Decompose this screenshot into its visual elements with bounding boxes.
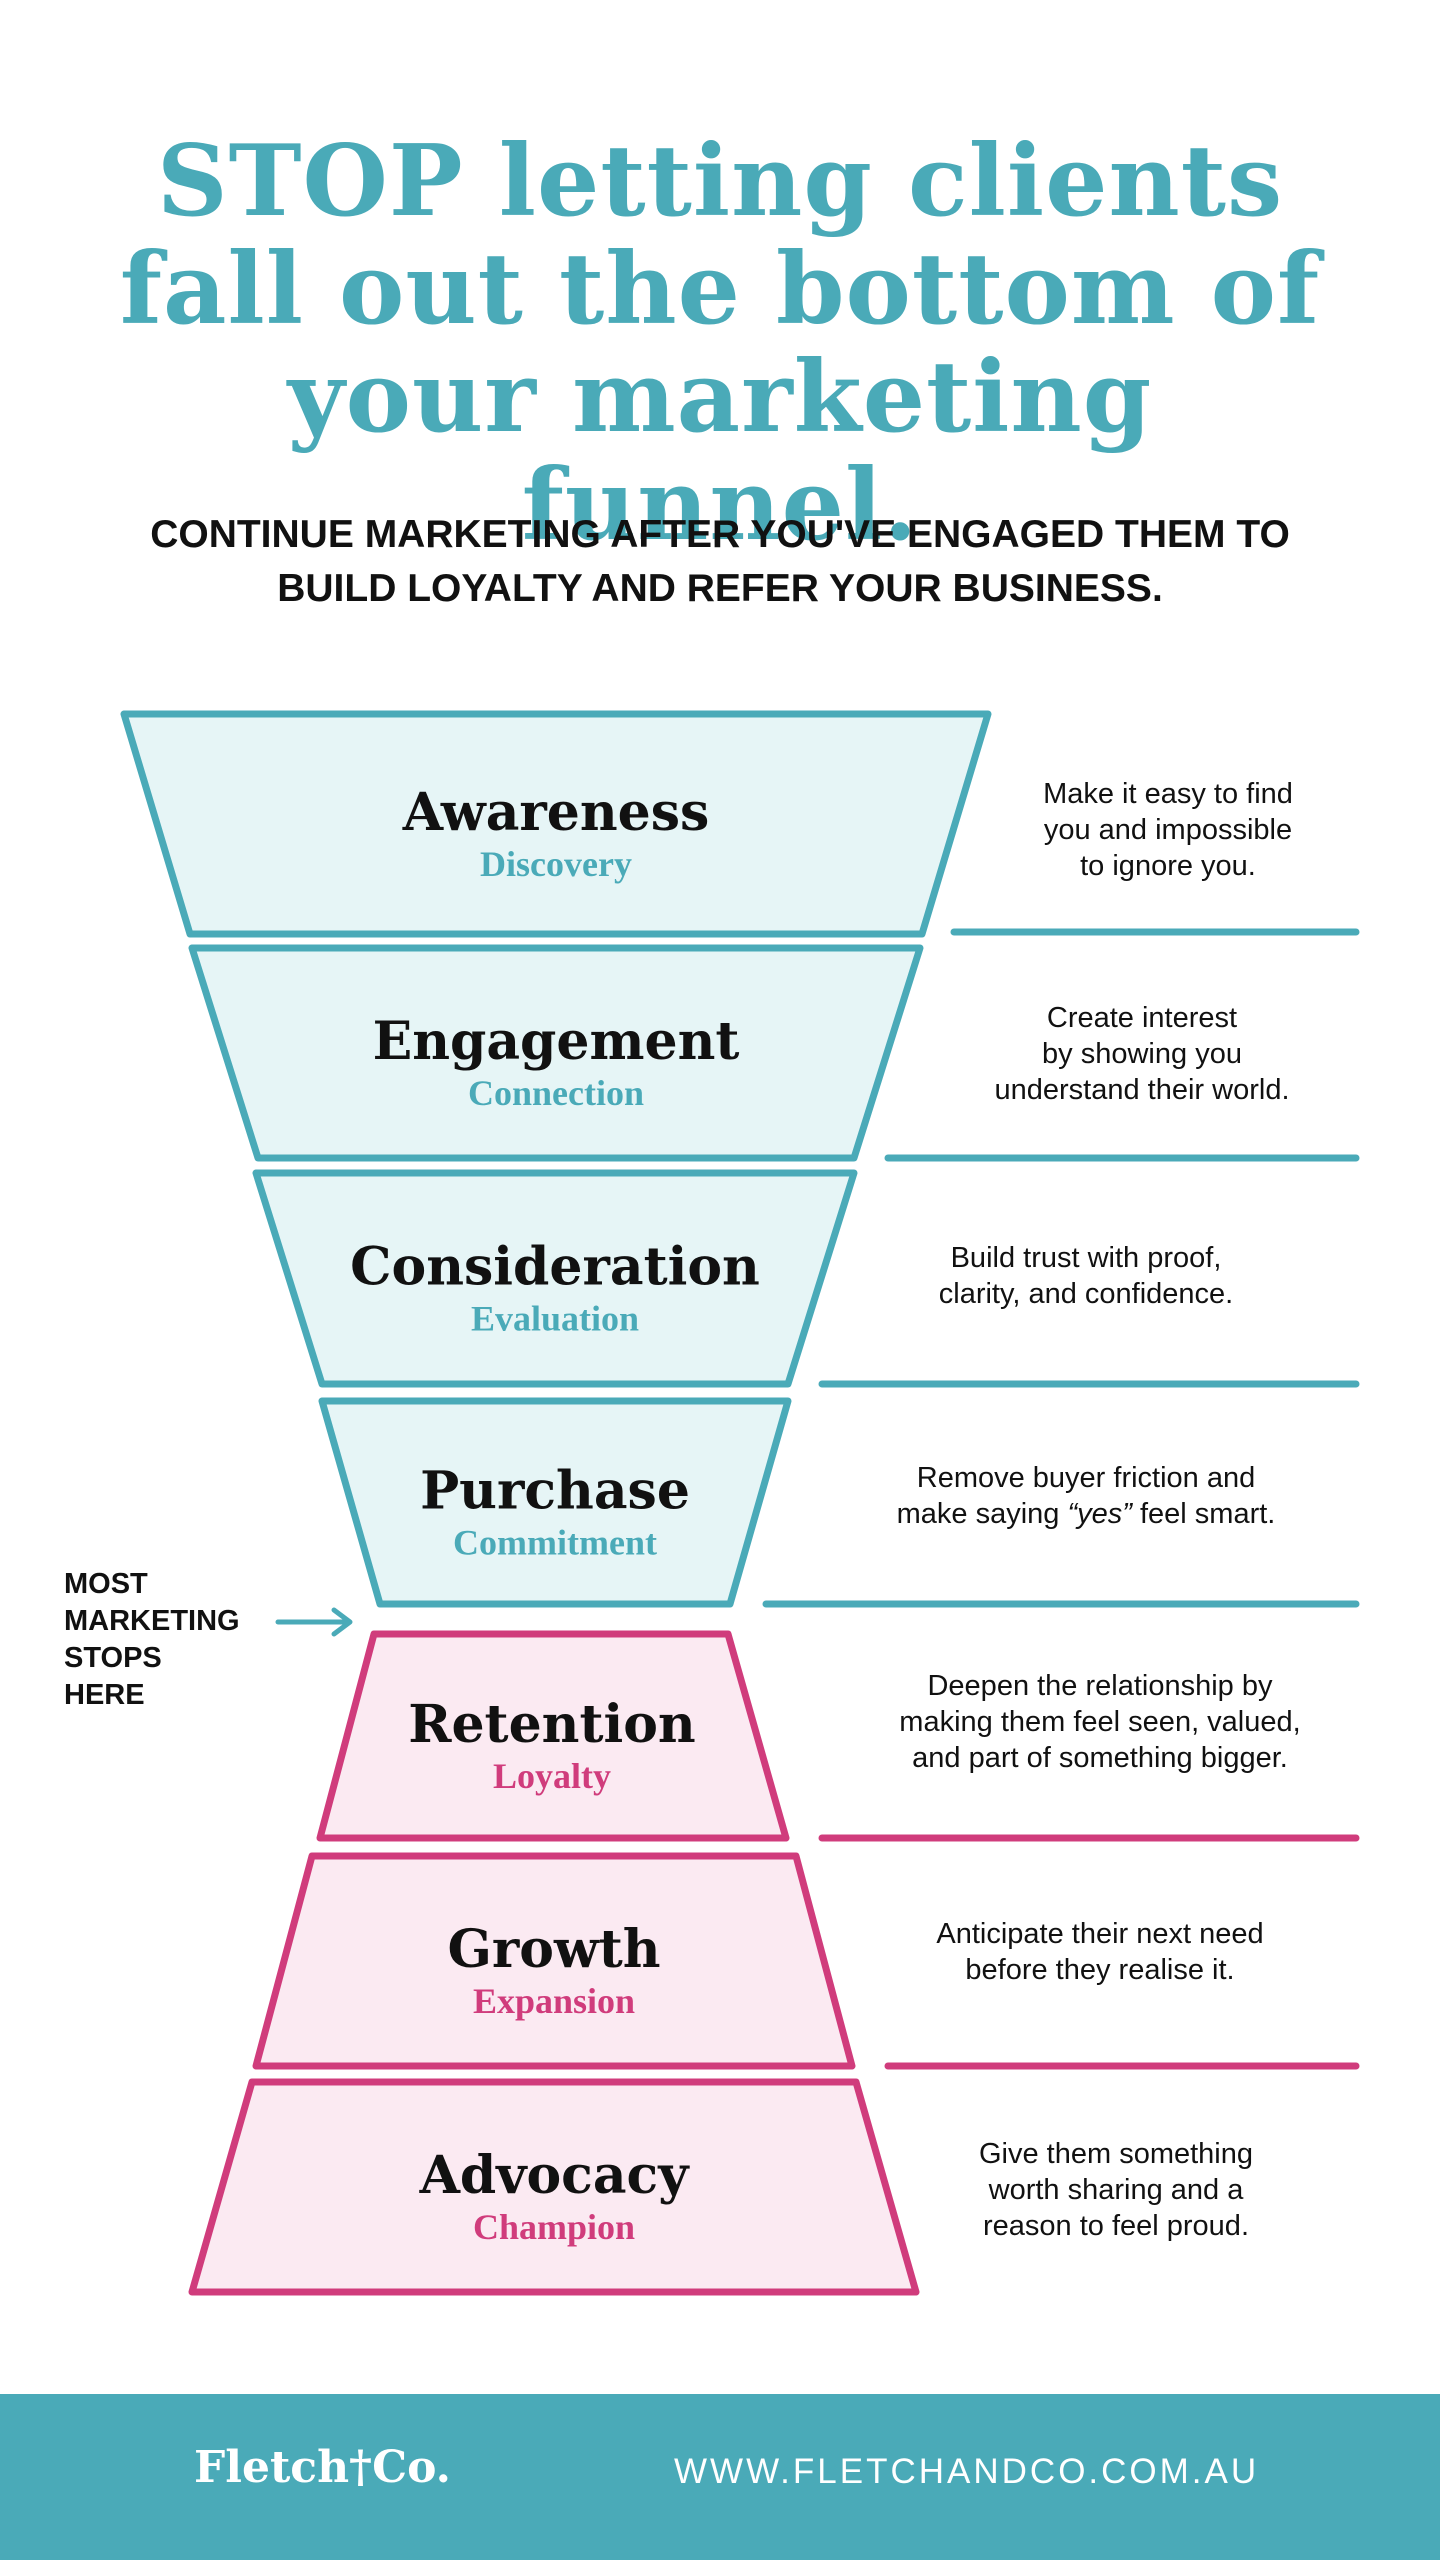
arrow-head bbox=[331, 1607, 353, 1637]
description-line: Build trust with proof, bbox=[950, 1242, 1222, 1274]
stage-description-advocacy: Give them something worth sharing and a re… bbox=[906, 2136, 1326, 2244]
stage-description-consideration: Build trust with proof, clarity, and conf… bbox=[876, 1240, 1296, 1312]
description-line: to ignore you. bbox=[1080, 850, 1256, 882]
stage-title: Purchase bbox=[420, 1461, 690, 1522]
description-line: Anticipate their next need bbox=[936, 1918, 1264, 1950]
stage-title: Engagement bbox=[373, 1011, 740, 1072]
description-line: Give them something bbox=[978, 2138, 1253, 2170]
stage-subtitle: Discovery bbox=[480, 844, 632, 884]
stage-subtitle: Loyalty bbox=[493, 1756, 611, 1796]
description-line: by showing you bbox=[1042, 1038, 1242, 1070]
description-line: worth sharing and a bbox=[988, 2174, 1244, 2206]
stage-description-awareness: Make it easy to find you and impossible to… bbox=[958, 776, 1378, 884]
stage-subtitle: Commitment bbox=[453, 1523, 657, 1563]
subheadline: CONTINUE MARKETING AFTER YOU'VE ENGAGED … bbox=[150, 513, 1290, 610]
stage-description-engagement: Create interest by showing you understand … bbox=[932, 1000, 1352, 1108]
description-line: make saying “yes” feel smart. bbox=[896, 1498, 1276, 1530]
stage-subtitle: Champion bbox=[473, 2207, 635, 2247]
stage-description-purchase: Remove buyer friction and make saying “ye… bbox=[876, 1460, 1296, 1532]
stage-subtitle: Evaluation bbox=[471, 1299, 639, 1339]
description-line: Make it easy to find bbox=[1043, 778, 1293, 810]
website-link[interactable]: WWW.FLETCHANDCO.COM.AU bbox=[674, 2452, 1260, 2491]
description-line: Remove buyer friction and bbox=[916, 1462, 1256, 1494]
description-line: clarity, and confidence. bbox=[938, 1278, 1234, 1310]
stage-subtitle: Expansion bbox=[473, 1981, 635, 2021]
stage-description-growth: Anticipate their next need before they re… bbox=[890, 1916, 1310, 1988]
description-line: you and impossible bbox=[1043, 814, 1293, 846]
stage-shape bbox=[188, 2078, 920, 2296]
description-line: before they realise it. bbox=[965, 1954, 1235, 1986]
description-line: reason to feel proud. bbox=[982, 2210, 1249, 2242]
stage-description-retention: Deepen the relationship by making them fe… bbox=[890, 1668, 1310, 1776]
stage-subtitle: Connection bbox=[468, 1073, 644, 1113]
description-line: understand their world. bbox=[994, 1074, 1290, 1106]
stage-shape bbox=[316, 1630, 790, 1842]
footer-bar bbox=[0, 2394, 1440, 2560]
stage-shape bbox=[120, 710, 992, 938]
stage-shape bbox=[252, 1169, 858, 1388]
stage-title: Growth bbox=[447, 1919, 660, 1980]
headline: STOP letting clients fall out the bottom… bbox=[119, 124, 1321, 563]
stage-shape bbox=[318, 1397, 792, 1608]
stops-here-arrow bbox=[275, 1607, 353, 1637]
fletch-co-logo[interactable]: Fletch†Co. bbox=[194, 2442, 451, 2493]
description-line: making them feel seen, valued, bbox=[899, 1706, 1301, 1738]
stage-title: Advocacy bbox=[419, 2145, 691, 2206]
stage-shape bbox=[188, 944, 924, 1162]
description-line: and part of something bigger. bbox=[912, 1742, 1288, 1774]
stage-title: Consideration bbox=[350, 1237, 760, 1298]
stage-title: Awareness bbox=[402, 782, 710, 843]
funnel-diagram: AwarenessDiscoveryEngagementConnectionCo… bbox=[120, 710, 1360, 2296]
most-marketing-stops-here-note: MOST MARKETING STOPS HERE bbox=[64, 1568, 240, 1711]
stage-shape bbox=[252, 1852, 856, 2070]
stage-title: Retention bbox=[408, 1694, 695, 1755]
description-line: Deepen the relationship by bbox=[927, 1670, 1273, 1702]
description-line: Create interest bbox=[1046, 1002, 1238, 1034]
